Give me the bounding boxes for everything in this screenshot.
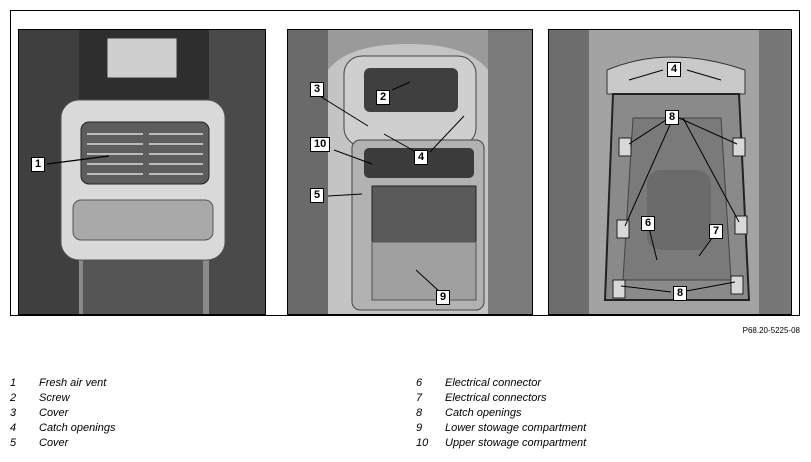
callout-label: 2 <box>376 90 391 105</box>
legend-item: 9 Lower stowage compartment <box>416 421 586 436</box>
legend-item: 6 Electrical connector <box>416 376 586 391</box>
legend-text: Electrical connector <box>445 377 541 389</box>
legend-number: 7 <box>416 392 423 404</box>
vent-illustration <box>19 30 265 314</box>
legend-text: Upper stowage compartment <box>445 437 587 449</box>
legend-text: Catch openings <box>39 422 116 434</box>
callout-label: 1 <box>31 157 46 172</box>
callout-label: 3 <box>310 82 325 97</box>
callout-label: 4 <box>667 62 682 77</box>
legend-item: 4 Catch openings <box>10 421 115 436</box>
legend-number: 9 <box>416 422 423 434</box>
legend-text: Screw <box>39 392 70 404</box>
legend-number: 4 <box>10 422 17 434</box>
photo-panel-frame: 4 8 6 7 8 <box>548 29 792 315</box>
callout-label: 7 <box>709 224 724 239</box>
legend-item: 5 Cover <box>10 436 115 451</box>
callout-label: 10 <box>310 137 331 152</box>
figure-reference: P68.20-5225-08 <box>742 326 800 335</box>
legend-number: 1 <box>10 377 17 389</box>
legend-number: 10 <box>416 437 429 449</box>
legend-item: 3 Cover <box>10 406 115 421</box>
callout-label: 8 <box>665 110 680 125</box>
legend-text: Cover <box>39 437 69 449</box>
legend-item: 10 Upper stowage compartment <box>416 436 586 451</box>
legend-number: 5 <box>10 437 17 449</box>
legend-text: Cover <box>39 407 69 419</box>
legend-item: 8 Catch openings <box>416 406 586 421</box>
legend-item: 1 Fresh air vent <box>10 376 115 391</box>
figure-frame: 1 2 3 <box>10 10 800 316</box>
callout-label: 4 <box>414 150 429 165</box>
legend-text: Fresh air vent <box>39 377 107 389</box>
legend-text: Lower stowage compartment <box>445 422 587 434</box>
legend-number: 2 <box>10 392 17 404</box>
photo-panel-cover: 2 3 4 10 5 9 <box>287 29 533 315</box>
callout-label: 9 <box>436 290 451 305</box>
callout-label: 6 <box>641 216 656 231</box>
legend-right: 6 Electrical connector 7 Electrical connec… <box>416 376 586 451</box>
legend-number: 3 <box>10 407 17 419</box>
callout-label: 8 <box>673 286 688 301</box>
legend-item: 2 Screw <box>10 391 115 406</box>
callout-label: 5 <box>310 188 325 203</box>
legend-number: 6 <box>416 377 423 389</box>
legend-text: Catch openings <box>445 407 522 419</box>
photo-panel-vent: 1 <box>18 29 266 315</box>
cover-illustration <box>288 30 532 314</box>
legend-text: Electrical connectors <box>445 392 547 404</box>
legend-number: 8 <box>416 407 423 419</box>
legend-item: 7 Electrical connectors <box>416 391 586 406</box>
frame-illustration <box>549 30 791 314</box>
